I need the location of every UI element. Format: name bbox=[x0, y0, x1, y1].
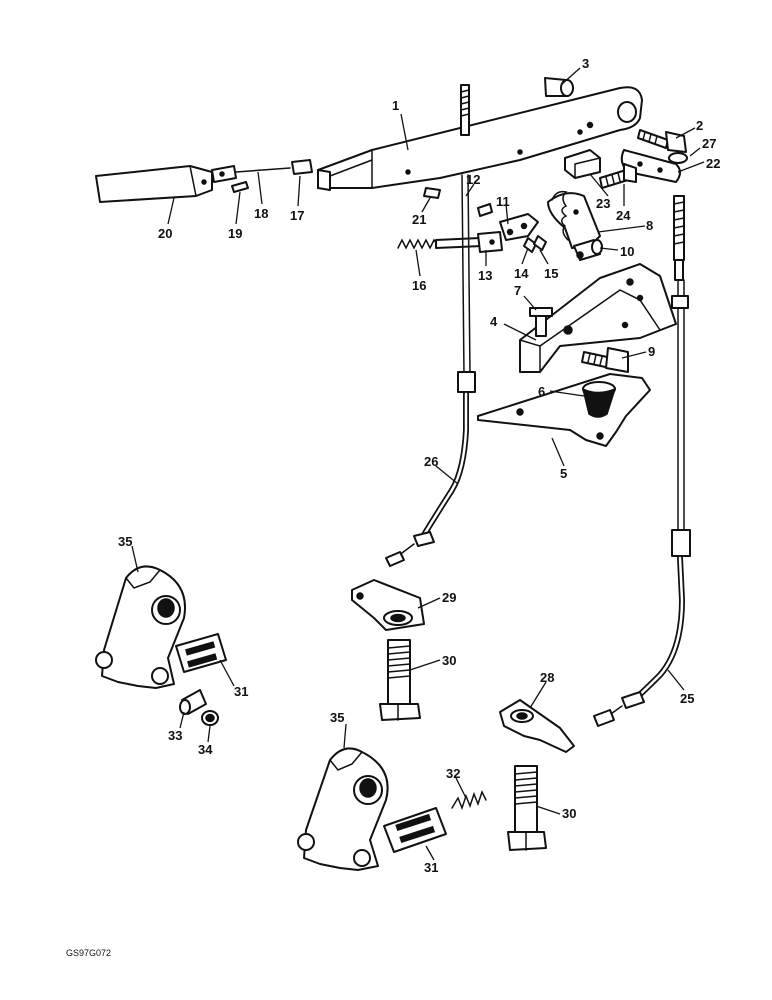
callout-28: 28 bbox=[540, 670, 554, 685]
callout-9: 9 bbox=[648, 344, 655, 359]
cable-26-part bbox=[385, 174, 476, 567]
lever-arm-35-lower-part bbox=[297, 747, 389, 871]
handbrake-lever-part bbox=[317, 86, 643, 191]
callout-16: 16 bbox=[412, 278, 426, 293]
callout-22: 22 bbox=[706, 156, 720, 171]
nut-34-part bbox=[201, 710, 219, 726]
callout-35-lower: 35 bbox=[330, 710, 344, 725]
release-spring-part bbox=[397, 238, 439, 250]
callout-20: 20 bbox=[158, 226, 172, 241]
callout-24: 24 bbox=[616, 208, 631, 223]
cable-bracket-28-part bbox=[499, 699, 575, 753]
threaded-rod-part bbox=[460, 84, 470, 136]
push-rod-assembly-part bbox=[211, 159, 313, 193]
bolt-9-part bbox=[581, 347, 629, 373]
pin-33-part bbox=[179, 689, 207, 715]
drawing-reference-code: GS97G072 bbox=[66, 948, 111, 958]
callout-35-upper: 35 bbox=[118, 534, 132, 549]
bolt-part bbox=[637, 129, 687, 153]
bolt-30-lower-part bbox=[507, 765, 547, 851]
callout-13: 13 bbox=[478, 268, 492, 283]
callout-10: 10 bbox=[620, 244, 634, 259]
pin-21-part bbox=[423, 187, 441, 199]
callout-27: 27 bbox=[702, 136, 716, 151]
callout-25: 25 bbox=[680, 691, 694, 706]
callout-23: 23 bbox=[596, 196, 610, 211]
bolt-24-part bbox=[599, 163, 637, 189]
callout-32: 32 bbox=[446, 766, 460, 781]
callout-18: 18 bbox=[254, 206, 268, 221]
pawl-block-part bbox=[564, 149, 601, 179]
callout-11: 11 bbox=[496, 194, 510, 209]
clip-31-upper-part bbox=[175, 633, 227, 673]
callout-15: 15 bbox=[544, 266, 558, 281]
mounting-bracket-part bbox=[519, 263, 677, 373]
callout-2: 2 bbox=[696, 118, 703, 133]
callout-7: 7 bbox=[514, 283, 521, 298]
callout-1: 1 bbox=[392, 98, 399, 113]
callout-4: 4 bbox=[490, 314, 498, 329]
lever-arm-35-upper-part bbox=[95, 565, 186, 689]
callout-3: 3 bbox=[582, 56, 589, 71]
callout-33: 33 bbox=[168, 728, 182, 743]
callout-19: 19 bbox=[228, 226, 242, 241]
leader-lines bbox=[131, 67, 705, 861]
washer-part bbox=[668, 152, 688, 164]
callout-12: 12 bbox=[466, 172, 480, 187]
callout-30-lower: 30 bbox=[562, 806, 576, 821]
callout-26: 26 bbox=[424, 454, 438, 469]
base-plate-part bbox=[477, 373, 651, 447]
bush-part bbox=[544, 77, 574, 97]
release-rod-part bbox=[435, 231, 503, 253]
callout-14: 14 bbox=[514, 266, 529, 281]
spring-32-part bbox=[451, 790, 487, 811]
callout-29: 29 bbox=[442, 590, 456, 605]
clevis-part bbox=[620, 149, 681, 183]
callout-34: 34 bbox=[198, 742, 213, 757]
callout-31-lower: 31 bbox=[424, 860, 438, 875]
clip-31-lower-part bbox=[383, 807, 447, 853]
cable-25-part bbox=[593, 195, 691, 727]
callout-numbers: 1 2 3 4 5 6 7 8 9 10 11 12 13 14 15 16 1… bbox=[118, 56, 720, 875]
grommet-part bbox=[581, 381, 617, 418]
bolt-30-upper-part bbox=[379, 639, 421, 721]
handle-grip-part bbox=[95, 165, 213, 203]
callout-30-upper: 30 bbox=[442, 653, 456, 668]
pivot-pin-part bbox=[573, 239, 603, 261]
callout-6: 6 bbox=[538, 384, 545, 399]
cable-bracket-29-part bbox=[351, 579, 425, 631]
pawl-assembly-part bbox=[477, 203, 547, 253]
callout-31-upper: 31 bbox=[234, 684, 248, 699]
callout-17: 17 bbox=[290, 208, 304, 223]
callout-8: 8 bbox=[646, 218, 653, 233]
callout-21: 21 bbox=[412, 212, 426, 227]
callout-5: 5 bbox=[560, 466, 567, 481]
